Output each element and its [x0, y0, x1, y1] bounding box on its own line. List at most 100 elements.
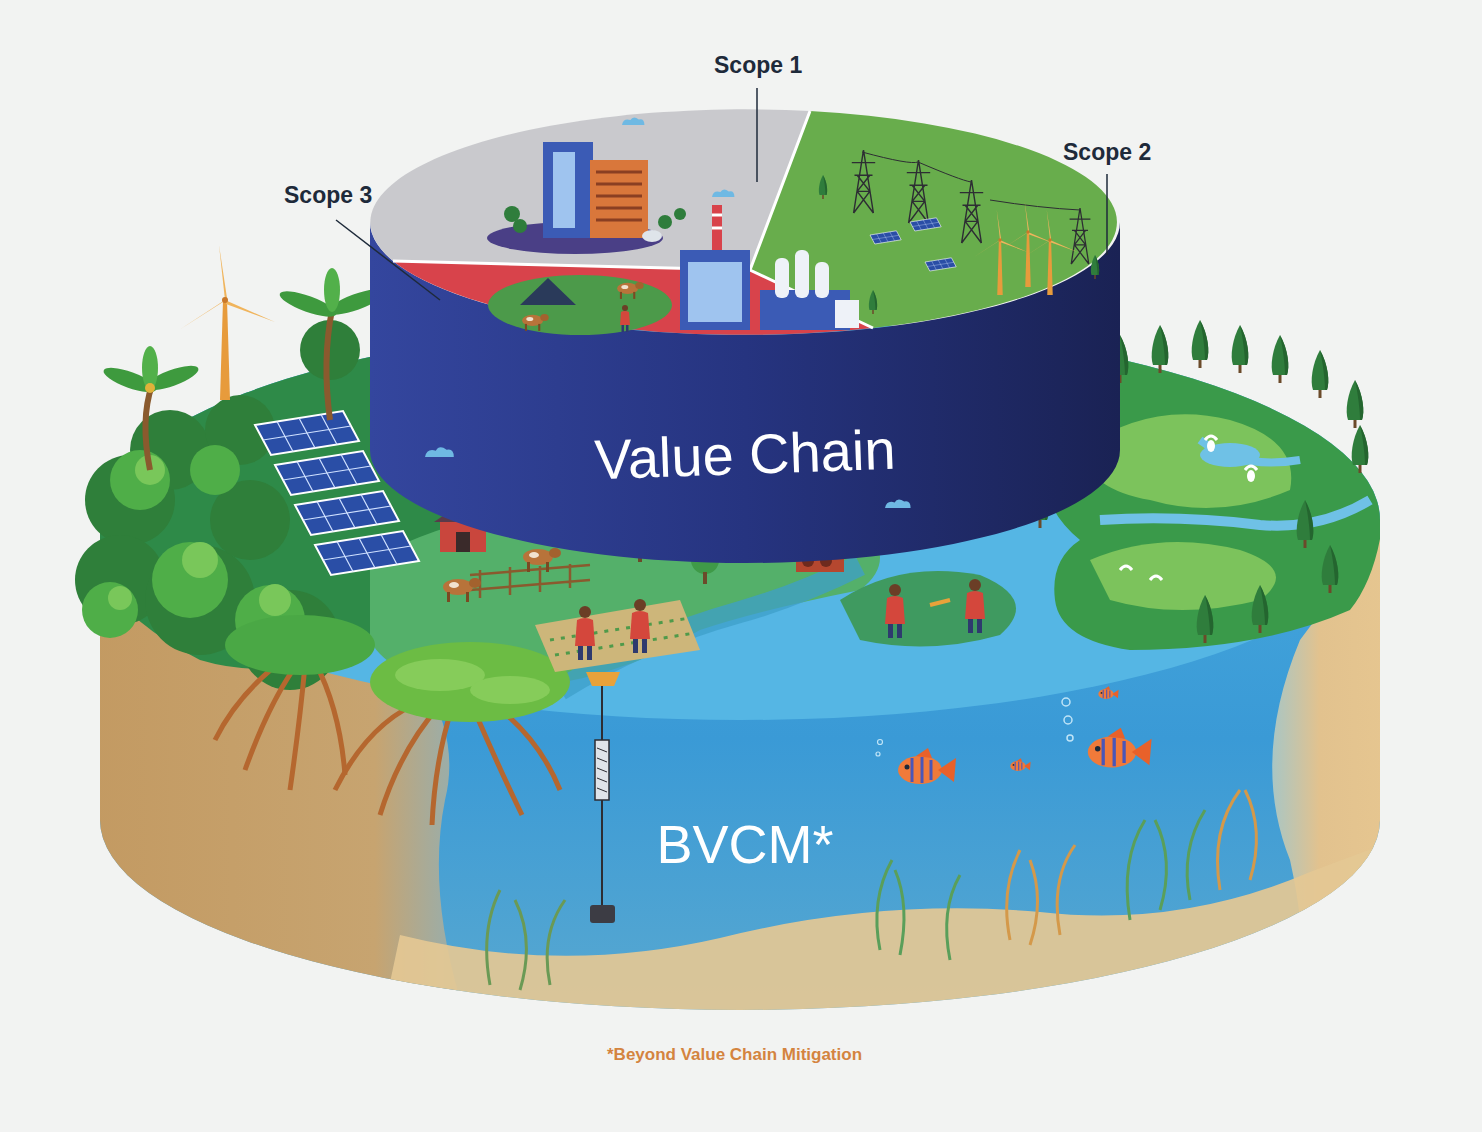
value-chain-cylinder-shape-use	[425, 447, 454, 457]
scope2-energy-use	[852, 150, 875, 213]
underwater-life-rect	[590, 905, 615, 923]
forest-circle	[152, 542, 228, 618]
base-title: BVCM*	[656, 815, 833, 874]
scope2-energy-use	[1070, 208, 1091, 264]
base-island-path	[1090, 542, 1276, 610]
forest-ellipse	[395, 659, 485, 691]
underwater-life-polygon	[586, 672, 620, 686]
scope1-buildings-use	[622, 117, 644, 125]
leader-lines-line	[756, 88, 758, 182]
wetland-use	[1322, 545, 1339, 593]
scope2-energy-use	[960, 180, 983, 243]
farmland-use	[885, 584, 905, 638]
forest-ellipse	[370, 642, 570, 722]
scope3-industry-use	[620, 305, 630, 332]
scope3-industry-use	[617, 282, 644, 299]
base-island-path	[840, 571, 1016, 647]
forest-circle	[110, 450, 170, 510]
scope3-industry-rect	[835, 300, 859, 328]
scope3-industry-path	[712, 215, 722, 228]
wetland-use	[1197, 595, 1214, 643]
underwater-life-path	[877, 860, 960, 960]
scope1-buildings	[487, 117, 686, 254]
scope2-energy-use	[869, 290, 877, 314]
forest-circle	[259, 584, 291, 616]
wetland-ellipse	[1207, 440, 1215, 452]
wetland-use	[1297, 500, 1314, 548]
underwater-life-circle	[1064, 716, 1072, 724]
underwater-life-circle	[876, 752, 880, 756]
leader-lines-line	[336, 220, 440, 300]
scope3-industry-polygon	[520, 278, 576, 305]
wetland-use	[1352, 425, 1369, 473]
underwater-life-circle	[1062, 698, 1070, 706]
scope3-industry-rect	[680, 250, 750, 330]
underwater-life	[487, 672, 1257, 990]
wetland-use	[1272, 335, 1289, 383]
scope2-energy-use	[1091, 255, 1099, 279]
scope2-energy-path	[862, 152, 1080, 210]
forest-ellipse	[324, 268, 340, 312]
scope2-energy-use	[1025, 210, 1078, 295]
farmland-use	[965, 579, 985, 633]
farmland-rect	[703, 572, 707, 584]
scope3-industry-rect	[712, 205, 722, 250]
forest-use	[255, 411, 359, 455]
forest-ellipse	[470, 676, 550, 704]
forest-use	[315, 531, 419, 575]
forest-circle	[190, 445, 240, 495]
scope3-industry-use	[712, 189, 734, 197]
scope3-industry-rect	[795, 250, 809, 298]
scope1-buildings-path	[596, 172, 642, 220]
bvcm-base: BVCM*	[540, 800, 950, 890]
underwater-life-path	[1127, 810, 1205, 920]
forest-circle	[182, 542, 218, 578]
leader-lines	[336, 88, 1107, 300]
value-chain-cylinder-shape-path	[370, 109, 810, 270]
forest-circle	[108, 586, 132, 610]
scope1-buildings-ellipse	[642, 230, 662, 242]
underwater-life-path	[1007, 845, 1075, 945]
scope1-buildings-circle	[658, 215, 672, 229]
underwater-life-circle	[1067, 735, 1073, 741]
underwater-life-path	[1218, 790, 1257, 890]
underwater-life-path	[597, 748, 607, 792]
value-chain-cylinder-shape-use	[885, 499, 911, 508]
farmland-path	[550, 618, 695, 655]
scope3-industry-rect	[775, 258, 789, 298]
underwater-life-rect	[595, 740, 609, 800]
footnote-caption: *Beyond Value Chain Mitigation	[607, 1045, 862, 1065]
scope1-buildings-rect	[543, 142, 593, 238]
scope2-energy-use	[1003, 202, 1056, 287]
wetland-use	[1192, 320, 1209, 368]
scope1-buildings-circle	[513, 219, 527, 233]
scope1-buildings-circle	[674, 208, 686, 220]
farmland-path	[930, 600, 950, 605]
wetland-use	[1152, 325, 1169, 373]
base-island-path	[380, 842, 1390, 1030]
scope3-industry	[488, 189, 859, 335]
wetland-use	[1347, 380, 1364, 428]
farmland-rect	[456, 532, 470, 552]
wetland-ellipse	[1247, 470, 1255, 482]
scope3-industry-use	[522, 314, 549, 331]
scope2-energy-use	[819, 175, 827, 199]
forest-circle	[145, 383, 155, 393]
scope1-buildings-rect	[590, 160, 648, 238]
scope2-energy-use	[975, 210, 1028, 295]
base-island-path	[1100, 500, 1370, 526]
scope-label: Scope 2	[1063, 139, 1151, 167]
farmland-polygon	[535, 600, 700, 672]
wetland-use	[1312, 350, 1329, 398]
scope-label: Scope 1	[714, 52, 802, 80]
scope2-energy-use	[907, 160, 930, 223]
forest-ellipse	[225, 615, 375, 675]
underwater-life-use	[1098, 686, 1118, 699]
scope2-energy	[819, 150, 1099, 314]
value-chain-cylinder-shape-path	[750, 111, 1117, 328]
scope-label: Scope 3	[284, 182, 372, 210]
underwater-life-circle	[878, 740, 883, 745]
farmland-use	[523, 548, 561, 572]
